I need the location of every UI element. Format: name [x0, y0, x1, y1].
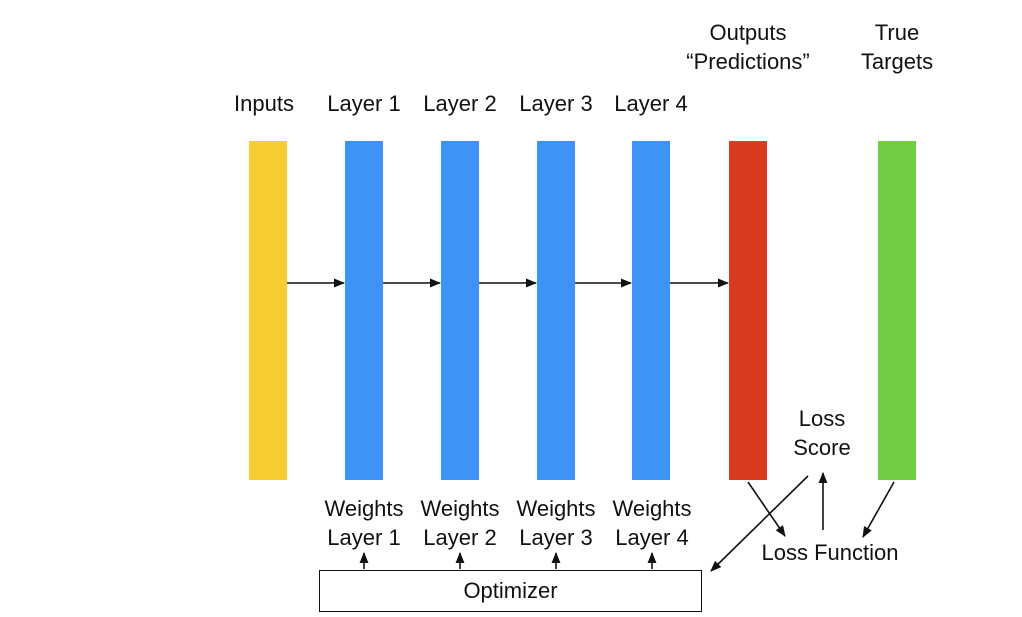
- weights-layer-3-line2: Layer 3: [519, 525, 593, 550]
- weights-layer-2-line1: Weights: [420, 496, 500, 521]
- true-targets-bar: [878, 141, 916, 480]
- loss-score-label: Loss Score: [793, 404, 850, 462]
- weights-layer-3-label: Weights Layer 3: [516, 494, 595, 552]
- inputs-bar: [249, 141, 287, 480]
- weights-layer-4-line2: Layer 4: [615, 525, 689, 550]
- true-targets-label-line1: True: [874, 20, 920, 45]
- weights-layer-3-line1: Weights: [516, 496, 596, 521]
- true-targets-label: True Targets: [861, 18, 933, 76]
- optimizer-box: Optimizer: [319, 570, 702, 612]
- weights-layer-1-line1: Weights: [324, 496, 404, 521]
- layer-2-label: Layer 2: [423, 91, 497, 116]
- outputs-label-line1: Outputs: [709, 20, 787, 45]
- loss-score-line2: Score: [793, 435, 851, 460]
- weights-layer-4-line1: Weights: [612, 496, 692, 521]
- weights-layer-2-line2: Layer 2: [423, 525, 497, 550]
- weights-layer-4-label: Weights Layer 4: [612, 494, 691, 552]
- layer-2-bar: [441, 141, 479, 480]
- layer-3-bar: [537, 141, 575, 480]
- arrow-outputs-to-loss-function: [747, 481, 786, 537]
- weights-layer-1-line2: Layer 1: [327, 525, 401, 550]
- weights-layer-1-label: Weights Layer 1: [324, 494, 403, 552]
- weights-layer-2-label: Weights Layer 2: [420, 494, 499, 552]
- inputs-label: Inputs: [234, 91, 294, 116]
- layer-1-label: Layer 1: [327, 91, 401, 116]
- outputs-label: Outputs “Predictions”: [686, 18, 809, 76]
- optimizer-label: Optimizer: [463, 578, 558, 603]
- true-targets-label-line2: Targets: [860, 49, 934, 74]
- loss-score-line1: Loss: [798, 406, 846, 431]
- layer-4-bar: [632, 141, 670, 480]
- arrow-loss-score-to-optimizer: [710, 475, 809, 572]
- layer-3-label: Layer 3: [519, 91, 593, 116]
- arrow-targets-to-loss-function: [862, 481, 895, 538]
- outputs-bar: [729, 141, 767, 480]
- loss-function-label: Loss Function: [759, 538, 901, 567]
- layer-1-bar: [345, 141, 383, 480]
- layer-4-label: Layer 4: [614, 91, 688, 116]
- outputs-label-line2: “Predictions”: [686, 49, 810, 74]
